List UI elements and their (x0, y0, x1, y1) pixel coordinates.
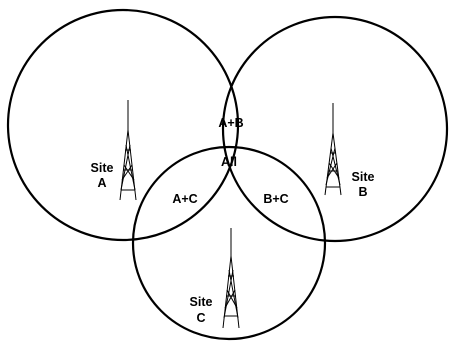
region-bc-label: B+C (263, 192, 288, 206)
site-a-label-line2: A (97, 176, 106, 190)
region-ab-label: A+B (218, 116, 243, 130)
site-b-tower-icon (324, 103, 342, 196)
site-b-coverage-circle (221, 15, 449, 243)
site-c-coverage-circle (131, 145, 327, 341)
site-a-coverage-circle (6, 8, 240, 242)
site-b-label-line2: B (358, 185, 367, 199)
site-c-label-line1: Site (190, 295, 213, 309)
site-c-label-line2: C (196, 311, 205, 325)
site-c-tower-icon (222, 228, 240, 329)
site-a-label-line1: Site (91, 161, 114, 175)
region-all-label: All (221, 155, 237, 169)
site-b-label-line1: Site (352, 170, 375, 184)
region-ac-label: A+C (172, 192, 197, 206)
site-a-tower-icon (119, 100, 137, 201)
